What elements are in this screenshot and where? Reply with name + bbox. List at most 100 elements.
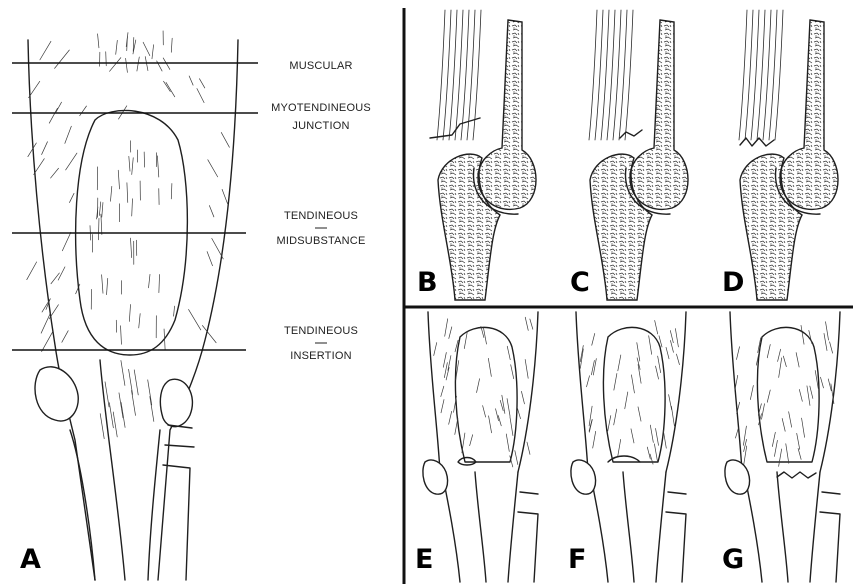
fibre-stroke xyxy=(455,418,458,434)
panel-label-b: B xyxy=(417,267,438,298)
fibre-stroke xyxy=(826,322,829,340)
fibre-stroke xyxy=(477,379,480,393)
muscle-fibre-stroke xyxy=(51,168,59,178)
fibre-stroke xyxy=(631,429,634,443)
tendon-fibre-stroke xyxy=(110,186,111,201)
level-label-insertion-1: TENDINEOUS xyxy=(284,325,358,337)
fibre-stroke xyxy=(441,400,444,413)
muscle-fibre-stroke xyxy=(42,142,48,155)
fibre-stroke xyxy=(618,439,621,456)
muscle-fibre-stroke xyxy=(29,81,40,97)
panel-a-fibula xyxy=(163,425,194,580)
fibre-stroke xyxy=(762,404,765,419)
tendon-fibre-stroke xyxy=(100,414,104,439)
muscle-fibre-stroke xyxy=(171,38,172,52)
fibre-stroke xyxy=(530,319,533,329)
fibre-stroke xyxy=(779,449,782,466)
fibre-stroke xyxy=(445,319,448,336)
fibre-stroke xyxy=(797,433,800,449)
level-label-myotendineous-2: JUNCTION xyxy=(292,120,349,132)
fibre-stroke xyxy=(647,447,650,459)
panel-label-e: E xyxy=(415,544,433,575)
fibre-stroke xyxy=(510,417,513,436)
fibre-stroke xyxy=(518,409,521,419)
muscle-fibre-stroke xyxy=(42,332,53,351)
fibula-outline xyxy=(666,492,686,582)
fibre-stroke xyxy=(767,344,770,357)
tibia-outline xyxy=(442,472,518,582)
tendon-fibre-stroke xyxy=(148,380,152,405)
muscle-fibre-stroke xyxy=(207,252,212,266)
fibre-stroke xyxy=(631,375,634,393)
tendon-fibre-stroke xyxy=(109,403,113,428)
fibre-stroke xyxy=(488,358,491,376)
fibre-stroke xyxy=(618,355,621,371)
tendon-fibre-stroke xyxy=(99,202,100,216)
fibre-stroke xyxy=(798,448,801,459)
fibre-stroke xyxy=(462,433,465,453)
tendon-fibre-stroke xyxy=(132,199,133,216)
tendon-fibre-stroke xyxy=(127,183,128,203)
fibre-stroke xyxy=(527,442,530,454)
fibre-stroke xyxy=(782,419,785,432)
tendon-fibre-stroke xyxy=(171,183,172,198)
muscle-fibre-stroke xyxy=(199,79,204,88)
muscle-fibre-stroke xyxy=(62,331,68,343)
fibre-stroke xyxy=(789,412,792,427)
fibre-stroke xyxy=(807,386,810,406)
tendon-fibre-stroke xyxy=(119,393,123,418)
level-label-midsubstance-2: MIDSUBSTANCE xyxy=(277,235,366,247)
fibre-stroke xyxy=(470,435,473,446)
fibre-stroke xyxy=(614,409,617,425)
muscle-fibre-stroke xyxy=(69,193,74,202)
tendon-fibre-stroke xyxy=(118,170,119,189)
muscle-fibre-stroke xyxy=(189,309,201,329)
muscle-fibre-stroke xyxy=(34,159,45,175)
fibre-stroke xyxy=(654,444,657,461)
muscle-fibre-stroke xyxy=(189,76,193,85)
tendon-fibre-stroke xyxy=(105,382,109,407)
tendon-fibre-stroke xyxy=(129,156,130,171)
muscle-fibre-stroke xyxy=(98,34,99,48)
muscle-fibre-stroke xyxy=(40,41,51,60)
rupture-mark xyxy=(458,458,476,466)
muscle-fibre-stroke xyxy=(208,160,218,177)
panel-a-tibia xyxy=(70,360,160,580)
muscle-fibre-stroke xyxy=(222,189,227,203)
muscle-fibre-stroke xyxy=(66,153,77,170)
fibre-stroke xyxy=(496,409,499,421)
panel-a-patella-right xyxy=(160,379,192,426)
tendon-fibre-stroke xyxy=(129,304,130,321)
fibre-stroke xyxy=(593,359,596,375)
fibre-stroke xyxy=(483,328,486,344)
fibre-stroke xyxy=(656,366,659,379)
tendon-fibre-stroke xyxy=(98,218,99,239)
fibre-stroke xyxy=(655,320,658,333)
tendon-fibre-stroke xyxy=(174,306,175,316)
fibre-stroke xyxy=(506,434,509,451)
panel-c-drawing xyxy=(589,10,688,300)
fibre-stroke xyxy=(614,374,617,391)
tendon-fibre-stroke xyxy=(132,390,136,415)
muscle-fibre-stroke xyxy=(209,206,214,217)
panel-label-g: G xyxy=(722,544,744,575)
fibre-stroke xyxy=(525,360,528,379)
fibre-stroke xyxy=(521,391,524,403)
fibre-stroke xyxy=(587,376,590,387)
fibre-stroke xyxy=(525,317,528,330)
panel-label-f: F xyxy=(568,544,586,575)
muscle-fibre-stroke xyxy=(55,50,70,68)
tendon-fibre-stroke xyxy=(121,326,122,345)
fibre-stroke xyxy=(507,346,510,359)
quadriceps-straps xyxy=(739,10,783,140)
fibre-stroke xyxy=(801,325,804,344)
fibre-stroke xyxy=(649,336,652,355)
tendon-fibre-stroke xyxy=(129,369,133,394)
fibre-stroke xyxy=(448,356,451,371)
muscle-fibre-stroke xyxy=(41,313,50,333)
fibre-stroke xyxy=(446,367,449,380)
fibre-stroke xyxy=(737,347,740,360)
fibre-stroke xyxy=(449,411,452,424)
tendon-fibre-stroke xyxy=(102,203,103,218)
